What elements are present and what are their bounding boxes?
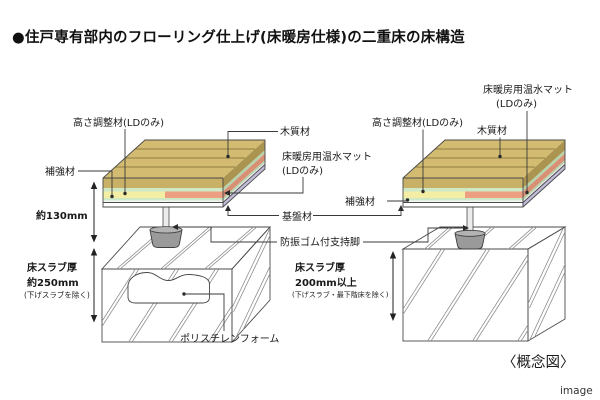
height-adjuster-layer bbox=[403, 191, 465, 198]
gap-layer bbox=[103, 200, 223, 203]
slab-front-face bbox=[402, 248, 529, 342]
support-leg-foot-rim bbox=[454, 229, 486, 237]
reinforcement-side-layer bbox=[223, 150, 265, 192]
wood-front-layer bbox=[103, 178, 223, 188]
image-watermark: image bbox=[560, 385, 593, 397]
slab-side-face bbox=[231, 225, 271, 344]
label-reinforcement-left: 補強材 bbox=[45, 165, 75, 178]
support-leg-foot bbox=[454, 233, 486, 250]
wood-front-layer bbox=[403, 178, 523, 188]
heating-mat-side-layer bbox=[223, 153, 265, 198]
label-heating-mat-right-1: 床暖房用温水マット bbox=[483, 83, 573, 96]
slab-hatching bbox=[102, 227, 270, 342]
heating-mat-layer bbox=[465, 191, 523, 198]
label-support-leg: 防振ゴム付支持脚 bbox=[280, 236, 360, 249]
label-left-slab-3: (下げスラブを除く) bbox=[24, 290, 90, 300]
base-board-layer bbox=[102, 202, 224, 208]
label-height-adjuster-left: 高さ調整材(LDのみ) bbox=[73, 116, 164, 129]
label-height-adjuster-right: 高さ調整材(LDのみ) bbox=[372, 116, 463, 129]
slab-front-face bbox=[101, 268, 233, 343]
leader-lines bbox=[78, 111, 529, 331]
support-leg-foot bbox=[149, 229, 183, 248]
support-leg-rod bbox=[162, 206, 170, 230]
reinforcement-layer bbox=[103, 188, 223, 192]
label-left-slab-1: 床スラブ厚 bbox=[27, 261, 77, 274]
wood-top-face bbox=[403, 140, 565, 178]
reinforcement-layer bbox=[403, 198, 523, 201]
slab-side-face bbox=[527, 226, 566, 342]
support-leg-rod bbox=[466, 206, 474, 234]
reinforcement-side-layer bbox=[523, 150, 565, 192]
label-reinforcement-right: 補強材 bbox=[345, 195, 375, 208]
gap-layer bbox=[403, 200, 523, 203]
dimension-floor-height bbox=[90, 181, 98, 243]
left-support-leg bbox=[149, 206, 183, 248]
label-left-slab-2: 約250mm bbox=[27, 276, 79, 289]
dimension-right-slab bbox=[389, 251, 397, 321]
dimension-left-slab bbox=[90, 248, 98, 323]
plank-lines bbox=[415, 148, 555, 168]
support-leg-foot-rim bbox=[149, 226, 183, 234]
reinforcement-side-layer bbox=[523, 160, 565, 201]
heating-mat-side-layer bbox=[523, 153, 565, 198]
label-foam: ポリスチレンフォーム bbox=[180, 333, 279, 345]
base-board-layer bbox=[402, 202, 524, 208]
left-floor-panel bbox=[102, 139, 266, 208]
label-base-board: 基盤材 bbox=[282, 210, 312, 223]
left-slab bbox=[100, 225, 272, 344]
label-heating-mat-left-1: 床暖房用温水マット bbox=[282, 150, 372, 163]
page-title: ●住戸専有部内のフローリング仕上げ(床暖房仕様)の二重床の床構造 bbox=[12, 30, 465, 46]
label-right-slab-3: (下げスラブ・最下階床を除く) bbox=[292, 290, 389, 299]
label-floor-height: 約130mm bbox=[36, 209, 88, 222]
base-board-side-layer bbox=[223, 164, 265, 207]
plank-lines bbox=[115, 148, 255, 168]
label-right-slab-2: 200mm以上 bbox=[295, 276, 357, 289]
label-heating-mat-right-2: (LDのみ) bbox=[496, 99, 537, 110]
wood-top-face bbox=[103, 140, 265, 178]
heating-mat-layer bbox=[165, 191, 223, 198]
label-right-slab-1: 床スラブ厚 bbox=[295, 261, 345, 274]
height-adjuster-layer bbox=[103, 191, 165, 198]
reinforcement-side-layer bbox=[223, 160, 265, 201]
wood-side-layer bbox=[523, 140, 565, 188]
polystyrene-foam-void bbox=[127, 272, 210, 304]
base-board-side-layer bbox=[523, 164, 565, 207]
right-support-leg bbox=[454, 206, 486, 250]
reinforcement-layer bbox=[103, 198, 223, 201]
right-floor-panel bbox=[402, 139, 566, 208]
label-wood-left: 木質材 bbox=[280, 125, 310, 138]
reinforcement-layer bbox=[403, 188, 523, 192]
caption-conceptual-diagram: 〈概念図〉 bbox=[502, 353, 575, 371]
label-wood-right: 木質材 bbox=[477, 124, 507, 137]
label-heating-mat-left-2: (LDのみ) bbox=[282, 166, 323, 177]
wood-side-layer bbox=[223, 140, 265, 188]
